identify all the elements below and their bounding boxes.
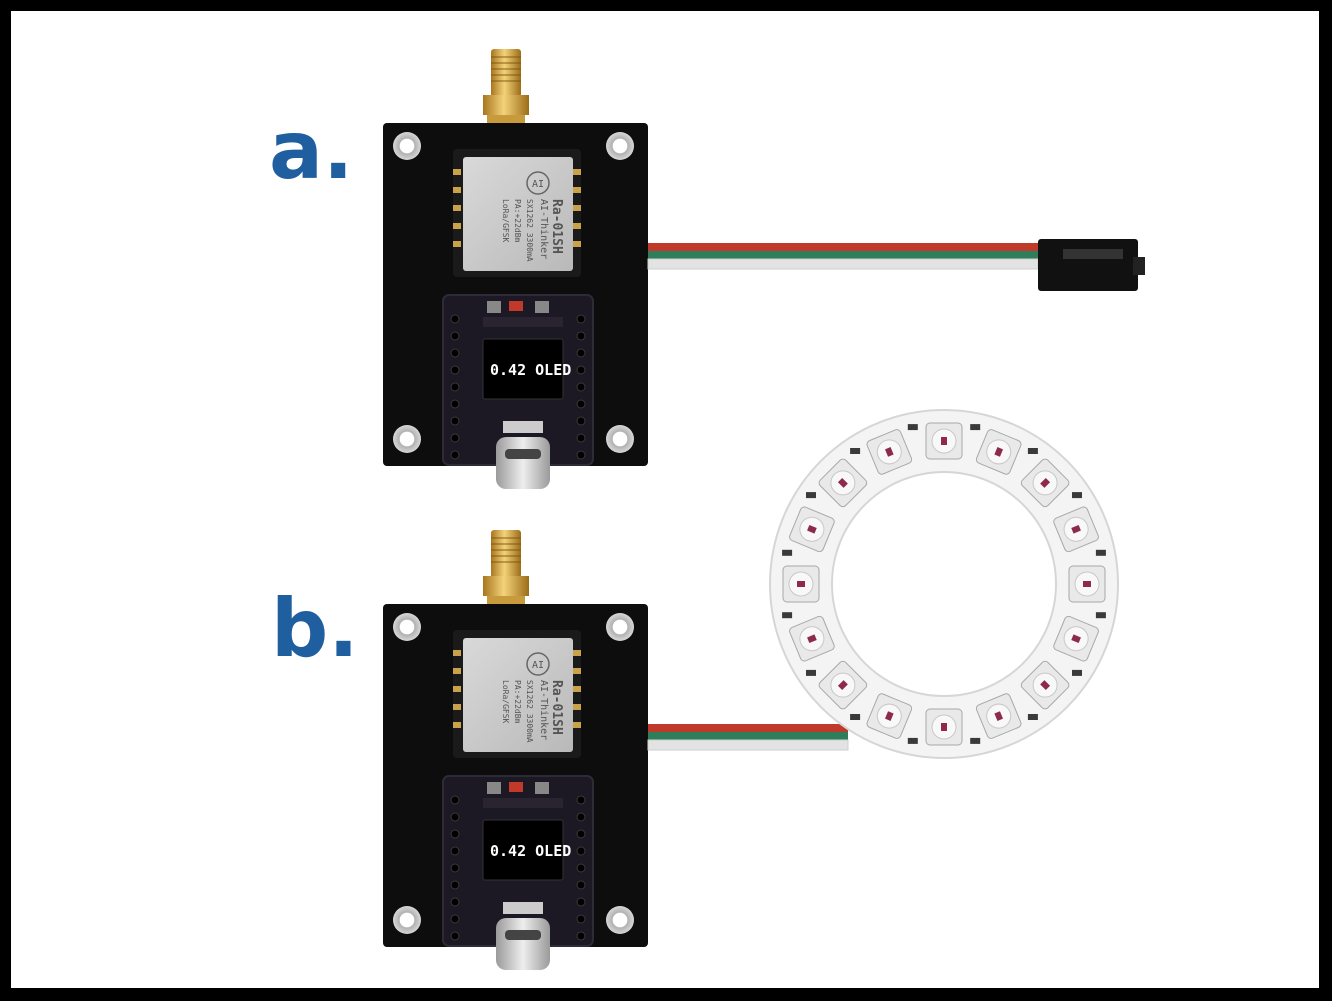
smd-capacitor bbox=[782, 612, 793, 619]
svg-text:Ra-01SH: Ra-01SH bbox=[549, 199, 564, 254]
led-pixel bbox=[1053, 506, 1099, 553]
svg-text:AI-Thinker: AI-Thinker bbox=[538, 199, 549, 259]
svg-text:PA:+22dBm: PA:+22dBm bbox=[513, 680, 522, 724]
mount-hole bbox=[393, 906, 421, 934]
usb-c-port bbox=[496, 918, 550, 970]
neopixel-led-ring bbox=[769, 409, 1119, 759]
smd-capacitor bbox=[782, 549, 793, 556]
svg-text:AI: AI bbox=[532, 179, 544, 190]
smd-capacitor bbox=[907, 424, 918, 431]
usb-c-port bbox=[496, 437, 550, 489]
led-pixel bbox=[975, 693, 1022, 739]
mount-hole bbox=[393, 425, 421, 453]
smd-capacitor bbox=[1095, 612, 1106, 619]
led-pixel bbox=[1020, 660, 1070, 710]
smd-capacitor bbox=[806, 669, 816, 676]
hardware-illustration: AI Ra-01SH AI-Thinker SX1262 3300mA PA:+… bbox=[383, 49, 1145, 970]
led-pixel bbox=[925, 422, 963, 460]
mount-hole bbox=[393, 613, 421, 641]
led-pixel bbox=[789, 506, 835, 553]
lora-module-a: AI Ra-01SH AI-Thinker SX1262 3300mA PA:+… bbox=[383, 49, 1145, 489]
smd-capacitor bbox=[1027, 714, 1038, 720]
smd-capacitor bbox=[907, 737, 918, 744]
svg-text:SX1262 3300mA: SX1262 3300mA bbox=[525, 680, 534, 743]
oled-text: 0.42 OLED bbox=[490, 361, 571, 379]
smd-capacitor bbox=[850, 714, 861, 720]
smd-capacitor bbox=[1027, 448, 1038, 454]
figure-canvas: a. b. bbox=[11, 11, 1319, 988]
svg-text:AI: AI bbox=[532, 660, 544, 671]
lora-chip: AI Ra-01SH AI-Thinker SX1262 3300mA PA:+… bbox=[453, 630, 581, 758]
led-pixel bbox=[789, 615, 835, 662]
mount-hole bbox=[606, 613, 634, 641]
oled-display bbox=[482, 819, 564, 881]
led-pixel bbox=[1068, 565, 1106, 603]
led-pixel bbox=[866, 693, 913, 739]
svg-text:Ra-01SH: Ra-01SH bbox=[549, 680, 564, 735]
led-pixel bbox=[866, 429, 913, 475]
esp-dev-board: 0.42 OLED bbox=[442, 294, 594, 489]
smd-capacitor bbox=[806, 492, 816, 499]
svg-text:SX1262 3300mA: SX1262 3300mA bbox=[525, 199, 534, 262]
three-wire-cable bbox=[647, 243, 1039, 270]
panel-label-b: b. bbox=[271, 582, 359, 675]
smd-capacitor bbox=[1072, 492, 1082, 499]
jst-connector bbox=[1038, 239, 1145, 291]
svg-text:LoRa/GFSK: LoRa/GFSK bbox=[501, 199, 510, 243]
smd-capacitor bbox=[970, 424, 981, 431]
lora-chip: AI Ra-01SH AI-Thinker SX1262 3300mA PA:+… bbox=[453, 149, 581, 277]
smd-capacitor bbox=[1072, 669, 1082, 676]
smd-capacitor bbox=[850, 448, 861, 454]
mount-hole bbox=[606, 425, 634, 453]
led-pixel bbox=[818, 458, 868, 508]
panel-label-a: a. bbox=[269, 104, 354, 197]
oled-display bbox=[482, 338, 564, 400]
led-pixel bbox=[925, 708, 963, 746]
mount-hole bbox=[606, 132, 634, 160]
led-pixel bbox=[782, 565, 820, 603]
led-pixel bbox=[975, 429, 1022, 475]
smd-capacitor bbox=[970, 737, 981, 744]
smd-capacitor bbox=[1095, 549, 1106, 556]
led-pixel bbox=[818, 660, 868, 710]
oled-text: 0.42 OLED bbox=[490, 842, 571, 860]
svg-text:PA:+22dBm: PA:+22dBm bbox=[513, 199, 522, 243]
lora-module-b: AI Ra-01SH AI-Thinker SX1262 3300mA PA:+… bbox=[383, 530, 849, 970]
led-pixel bbox=[1053, 615, 1099, 662]
svg-text:AI-Thinker: AI-Thinker bbox=[538, 680, 549, 740]
led-pixel bbox=[1020, 458, 1070, 508]
three-wire-cable bbox=[647, 724, 849, 751]
mount-hole bbox=[606, 906, 634, 934]
esp-dev-board: 0.42 OLED bbox=[442, 775, 594, 970]
svg-text:LoRa/GFSK: LoRa/GFSK bbox=[501, 680, 510, 724]
mount-hole bbox=[393, 132, 421, 160]
